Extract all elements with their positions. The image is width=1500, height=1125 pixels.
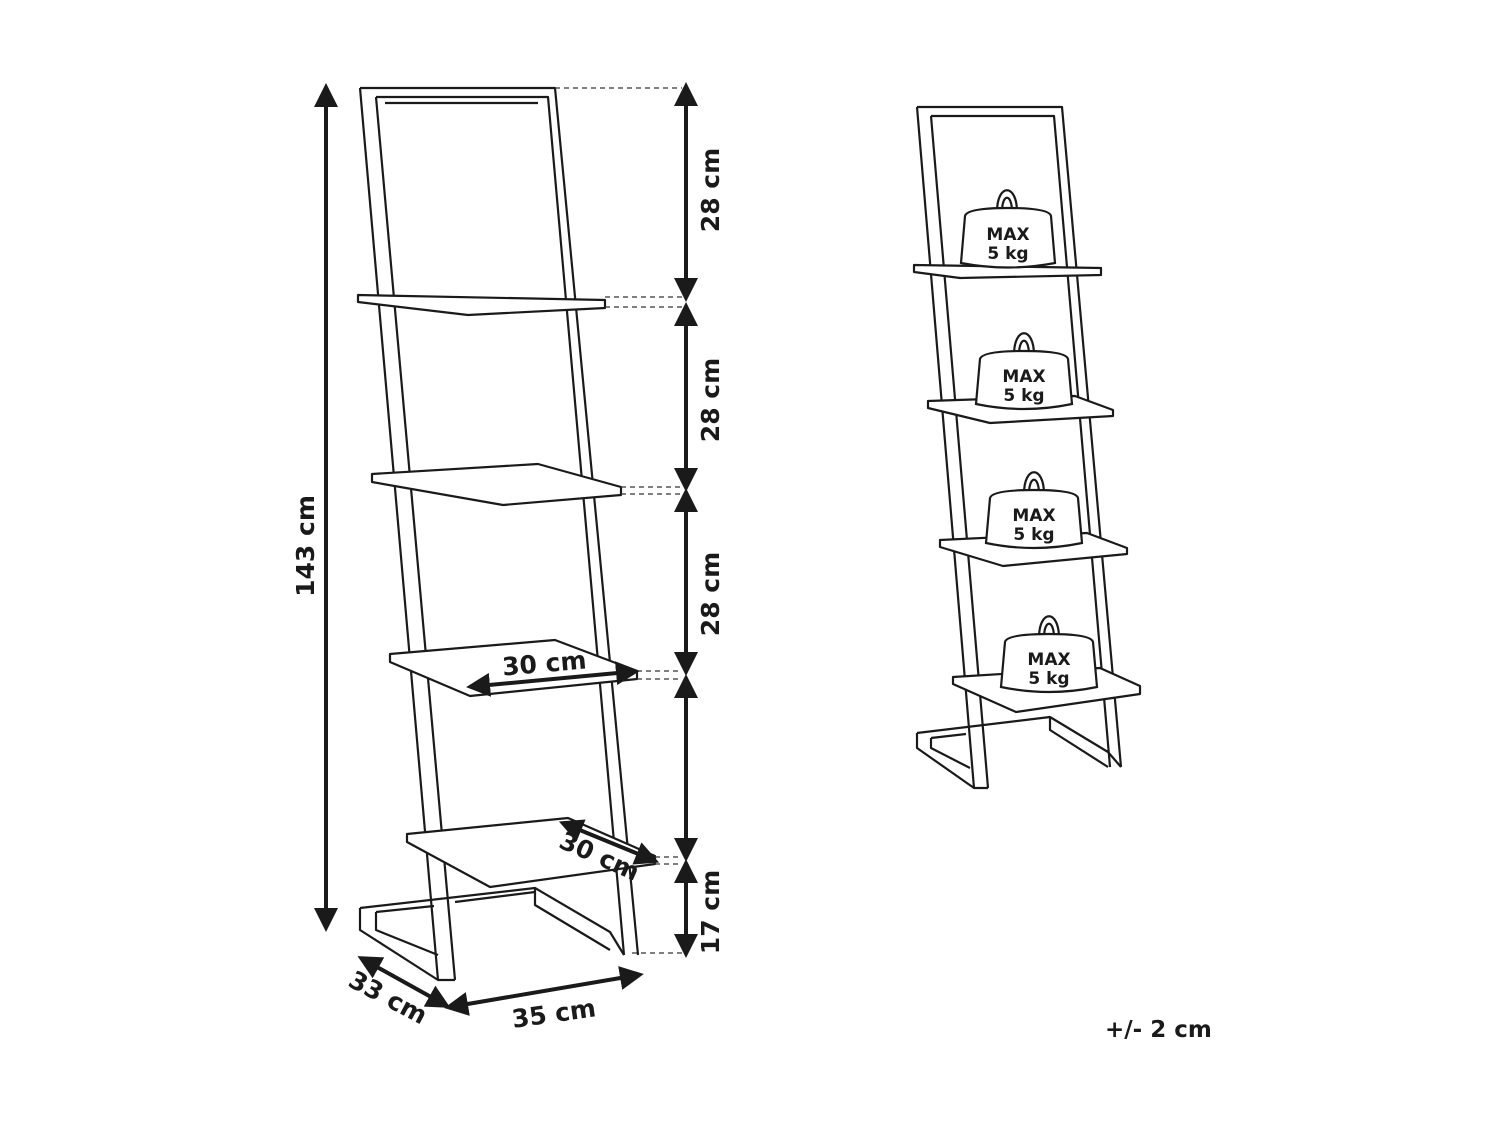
shelf-depth-arrow [558,819,660,865]
weight-2-kg: 5 kg [1003,386,1044,406]
section-1-label: 28 cm [696,148,725,232]
weight-1: MAX 5 kg [959,189,1057,269]
base-height-label: 17 cm [696,870,725,954]
weight-3-max: MAX [1012,506,1055,526]
weight-2: MAX 5 kg [974,332,1074,411]
dimensioned-shelf-drawing: 143 cm 28 cm 28 cm 28 cm 17 cm 30 cm 30 … [291,82,725,1034]
shelf-width-arrow [466,661,640,697]
weight-2-max: MAX [1002,367,1045,387]
load-capacity-drawing: MAX 5 kg MAX 5 kg MAX 5 kg MAX 5 kg [912,105,1142,790]
weight-4-kg: 5 kg [1028,669,1069,689]
tolerance-note: +/- 2 cm [1105,1017,1212,1043]
total-height-label: 143 cm [291,495,320,597]
weight-1-max: MAX [986,225,1029,245]
weight-3: MAX 5 kg [984,471,1084,550]
weight-1-kg: 5 kg [987,244,1028,264]
weight-3-kg: 5 kg [1013,525,1054,545]
base-width-arrow [444,966,644,1016]
base-width-label: 35 cm [510,993,598,1033]
shelf-boards [356,293,657,889]
section-2-label: 28 cm [696,358,725,442]
weight-4-max: MAX [1027,650,1070,670]
section-3-label: 28 cm [696,552,725,636]
weight-4: MAX 5 kg [999,615,1099,694]
base-depth-arrow [357,956,451,1008]
